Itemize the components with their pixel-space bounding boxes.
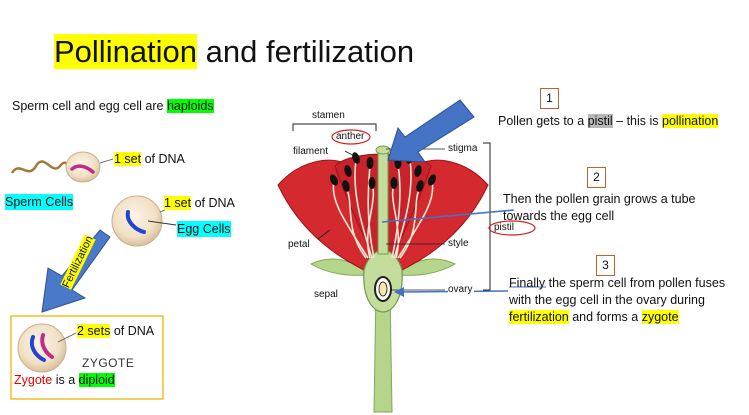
step-1-gray: pistil [587,114,613,128]
label-ovary: ovary [448,284,475,296]
sperm-label: Sperm Cells [5,194,74,210]
haploid-prefix: Sperm cell and egg cell are [12,99,167,113]
pollination-arrow-icon [387,99,475,163]
title-rest: and fertilization [197,34,415,69]
egg-label: Egg Cells [177,221,231,237]
step-2-line2: towards the egg cell [503,209,615,223]
fusion-pointer-head-icon [394,287,404,297]
flower-diagram [277,123,536,413]
step-2-line1: Then the pollen grain grows a tube [503,192,696,206]
egg-dna-rest: of DNA [191,196,235,210]
label-stamen: stamen [312,110,345,121]
egg-cell-icon [111,195,177,247]
sperm-dna-rest: of DNA [141,152,185,166]
step-3-first: Finally [509,276,546,290]
label-anther: anther [336,131,365,142]
step-3-line1: Finally the sperm cell from pollen fuses [509,275,747,292]
zygote-cell-icon [17,323,77,373]
zygote-mid: is a [52,373,79,387]
egg-dna-highlight: 1 set [164,196,192,210]
zygote-dna-highlight: 2 sets [77,324,111,338]
step-3-highlight1: fertilization [509,310,569,324]
step-3-rest: the sperm cell from pollen fuses [545,276,726,290]
sperm-dna-highlight: 1 set [114,152,142,166]
step-3-highlight2: zygote [641,310,679,324]
label-petal: petal [288,239,310,250]
zygote-diploid-text: Zygote is a diploid [14,372,115,388]
step-1-pre: Pollen gets to a [498,114,588,128]
step-3-line2: with the egg cell in the ovary during [509,293,705,307]
label-style: style [448,238,469,249]
zygote-dna-rest: of DNA [110,324,155,338]
zygote-dna-text: 2 sets of DNA [77,323,154,339]
label-sepal: sepal [314,289,338,300]
step-3-number: 3 [596,255,615,276]
haploid-note: Sperm cell and egg cell are haploids [12,98,214,114]
title-highlight: Pollination [54,34,198,69]
step-3-mid: and forms a [568,310,642,324]
step-1-highlight: pollination [662,114,719,128]
page-title: Pollination and fertilization [54,32,414,72]
haploid-highlight: haploids [166,99,214,113]
sperm-cell-icon [10,151,114,183]
zygote-word: Zygote [14,373,53,387]
step-2-number: 2 [587,167,606,188]
step-3-line3: fertilization and forms a zygote [509,309,747,326]
step-1-text: Pollen gets to a pistil – this is pollin… [498,113,719,129]
step-3-text: Finally the sperm cell from pollen fuses… [509,275,747,326]
sperm-dna-text: 1 set of DNA [114,151,185,167]
step-1-number: 1 [540,88,559,109]
tube-pointer [381,209,515,223]
zygote-diploid-highlight: diploid [78,373,115,387]
label-filament: filament [293,146,329,157]
label-stigma: stigma [448,143,478,154]
label-pistil: pistil [494,222,515,233]
zygote-caption: ZYGOTE [82,356,135,370]
step-1-mid: – this is [612,114,662,128]
egg-dna-text: 1 set of DNA [164,195,235,211]
step-2-text: Then the pollen grain grows a tube towar… [503,191,733,225]
